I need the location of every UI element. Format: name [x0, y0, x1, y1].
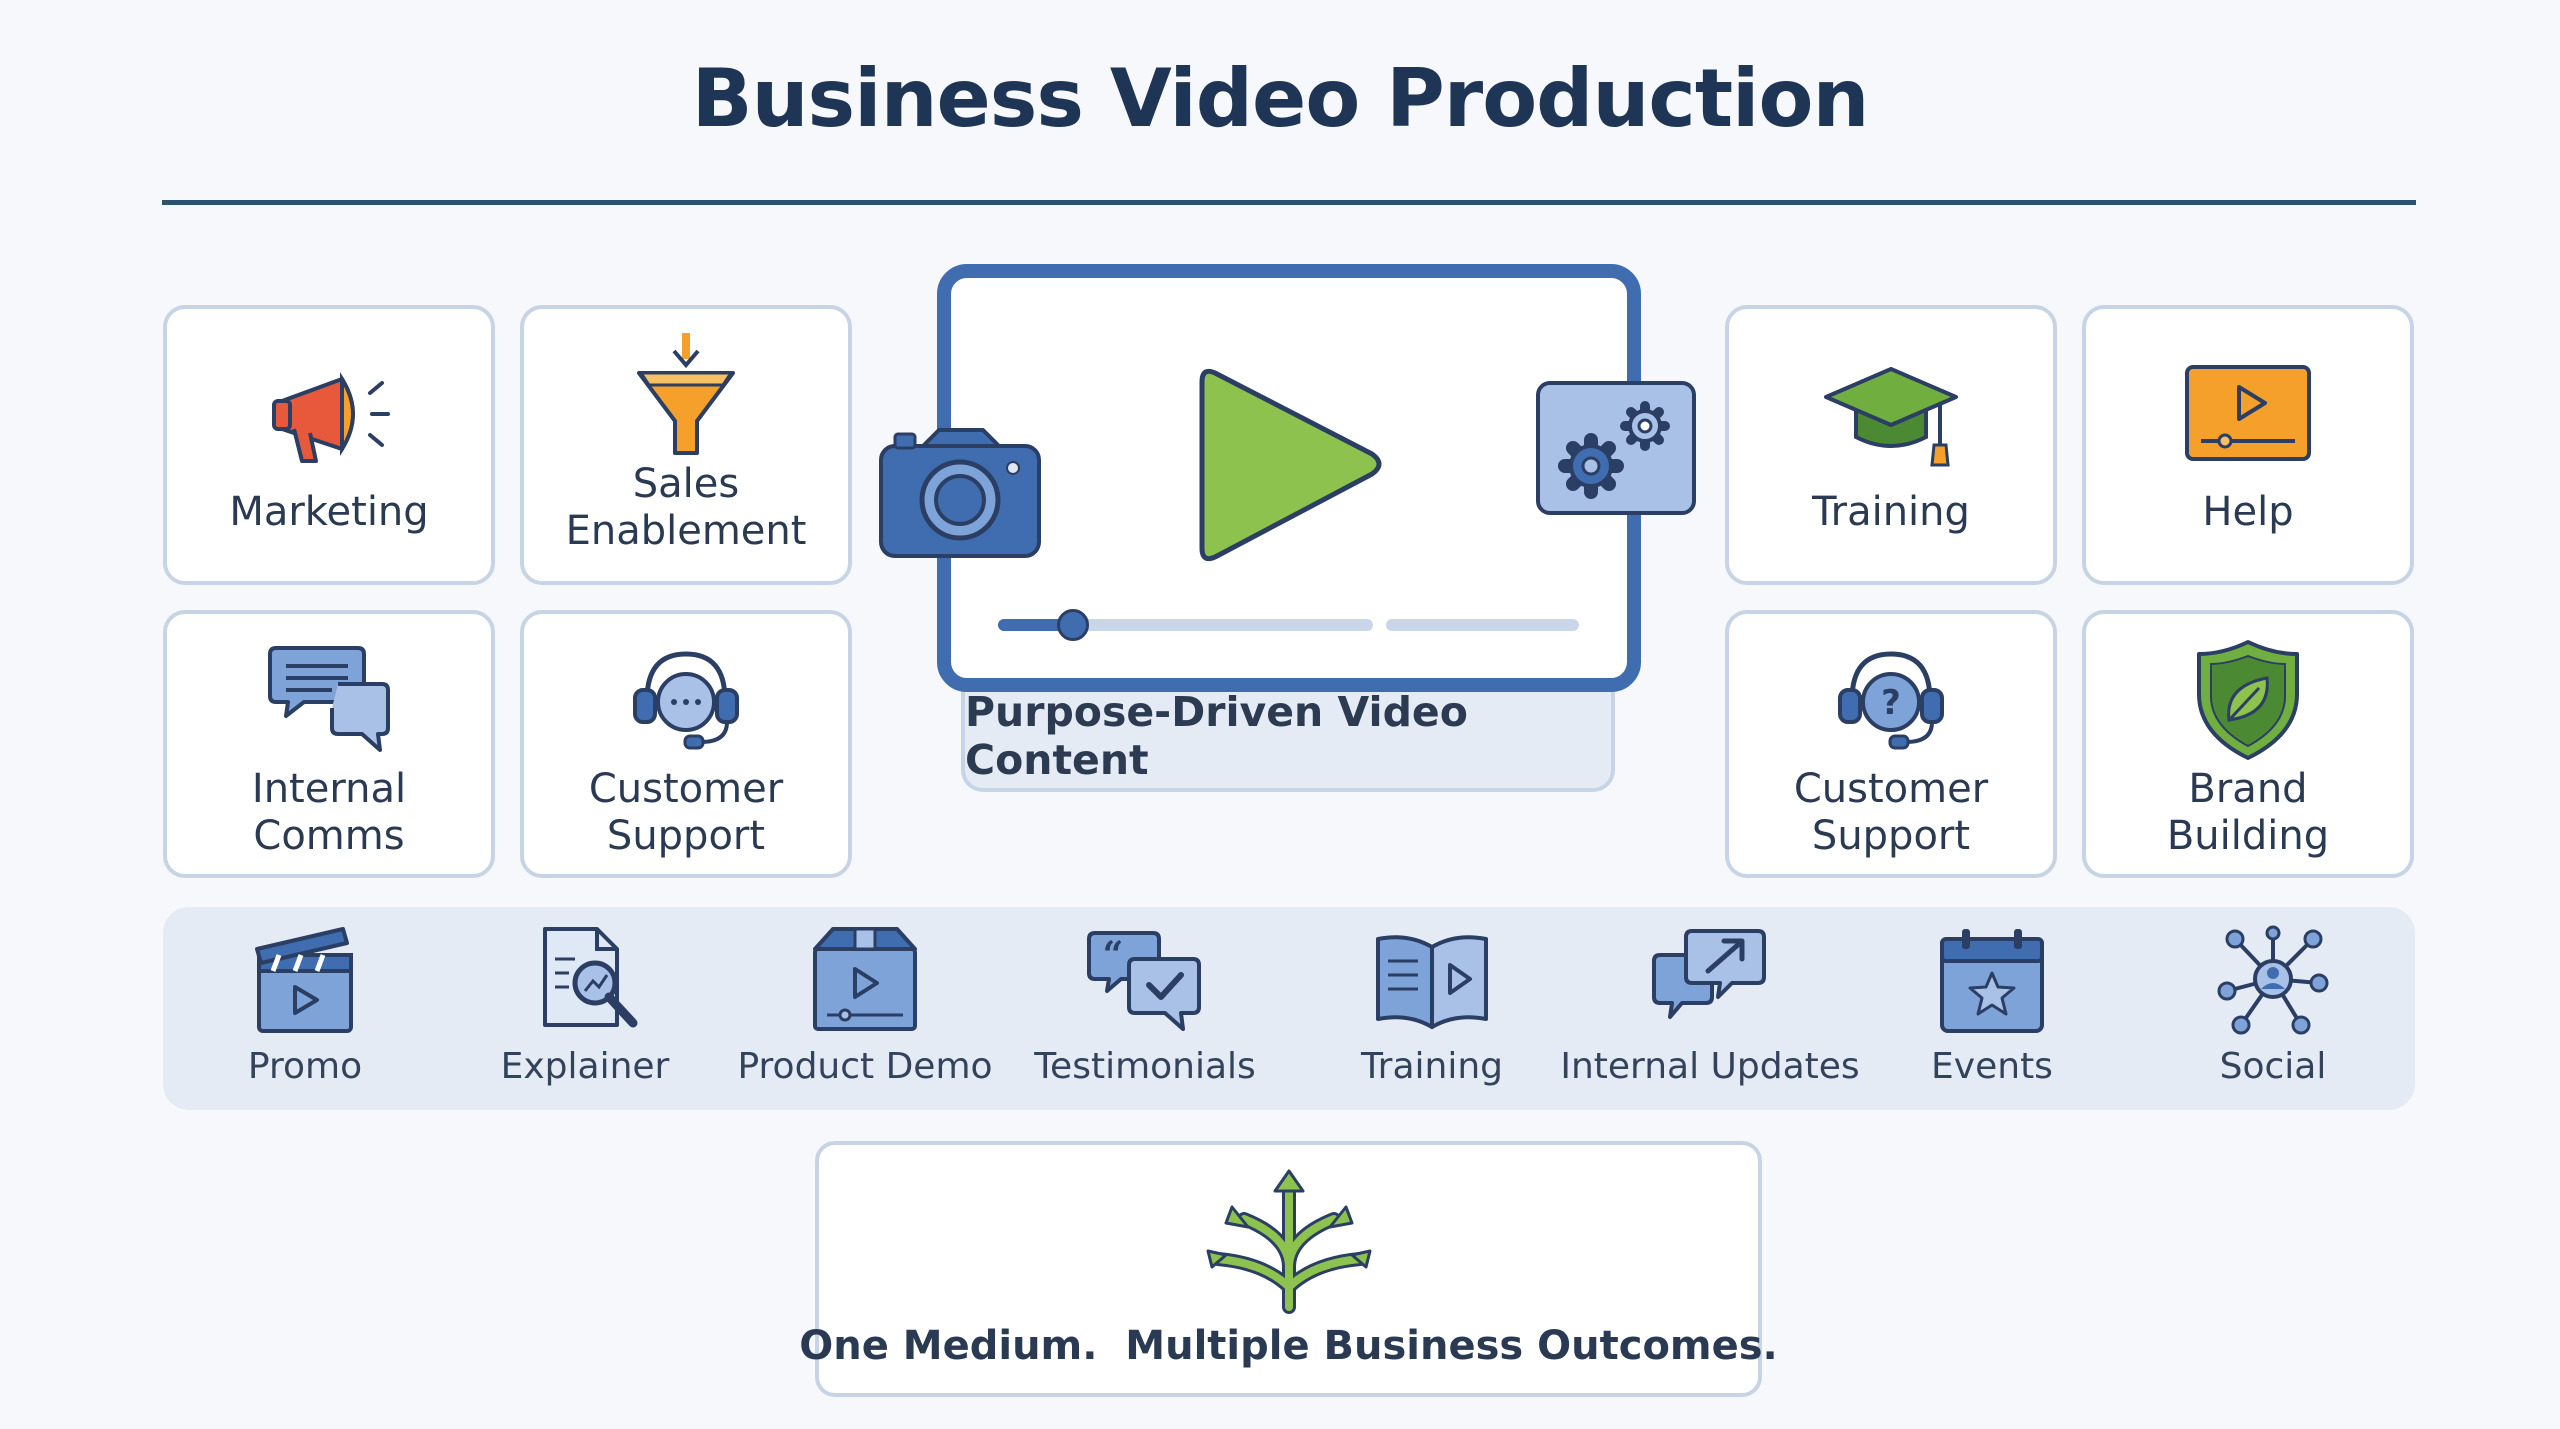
card-brand-building[interactable]: Brand Building	[2082, 610, 2414, 878]
card-sales-enablement[interactable]: Sales Enablement	[520, 305, 852, 585]
video-type-explainer[interactable]: Explainer	[445, 925, 725, 1095]
progress-fill	[998, 619, 1073, 631]
card-customer-support-right[interactable]: ? Customer Support	[1725, 610, 2057, 878]
megaphone-icon	[272, 372, 390, 463]
card-label: Marketing	[229, 489, 429, 535]
clapperboard-icon	[255, 927, 353, 1033]
svg-text:“: “	[1103, 934, 1124, 976]
card-training[interactable]: Training	[1725, 305, 2057, 585]
quote-bubbles-icon: “	[1087, 931, 1201, 1031]
video-type-training[interactable]: Training	[1292, 925, 1572, 1095]
network-icon	[2217, 925, 2329, 1035]
page-title: Business Video Production	[691, 52, 1870, 145]
video-type-label: Promo	[247, 1046, 363, 1087]
box-play-icon	[813, 927, 917, 1031]
video-type-label: Explainer	[500, 1046, 670, 1087]
video-type-social[interactable]: Social	[2133, 925, 2413, 1095]
share-bubbles-icon	[1652, 929, 1766, 1019]
video-type-label: Training	[1360, 1046, 1504, 1087]
headset-icon	[633, 651, 739, 750]
center-caption: Purpose-Driven Video Content	[965, 688, 1468, 784]
document-magnifier-icon	[543, 927, 638, 1028]
card-label: Customer Support	[1793, 766, 1989, 859]
video-type-product-demo[interactable]: Product Demo	[725, 925, 1005, 1095]
shield-leaf-icon	[2197, 640, 2299, 760]
graduation-cap-icon	[1824, 367, 1958, 467]
outcome-text: One Medium. Multiple Business Outcomes.	[799, 1323, 1778, 1369]
play-icon[interactable]	[1190, 360, 1390, 570]
card-internal-comms[interactable]: Internal Comms	[163, 610, 495, 878]
video-help-icon	[2185, 365, 2311, 461]
video-type-label: Social	[2219, 1046, 2327, 1087]
funnel-icon	[637, 333, 735, 455]
svg-text:?: ?	[1881, 683, 1901, 723]
camera-icon	[879, 428, 1041, 558]
title-divider	[162, 200, 2416, 205]
card-label: Help	[2202, 489, 2294, 535]
video-type-promo[interactable]: Promo	[165, 925, 445, 1095]
card-label: Training	[1812, 489, 1970, 535]
video-type-label: Internal Updates	[1560, 1046, 1860, 1087]
video-type-events[interactable]: Events	[1852, 925, 2132, 1095]
video-type-internal-updates[interactable]: Internal Updates	[1560, 925, 1860, 1095]
progress-track-tail	[1386, 619, 1579, 631]
gears-icon	[1536, 381, 1696, 515]
card-label: Brand Building	[2166, 766, 2330, 859]
calendar-star-icon	[1940, 929, 2044, 1033]
card-label: Customer Support	[588, 766, 784, 859]
card-customer-support-left[interactable]: Customer Support	[520, 610, 852, 878]
headset-question-icon: ?	[1838, 651, 1944, 750]
outcome-box: One Medium. Multiple Business Outcomes.	[799, 1141, 1778, 1397]
progress-knob[interactable]	[1057, 609, 1089, 641]
card-help[interactable]: Help	[2082, 305, 2414, 585]
book-play-icon	[1376, 935, 1488, 1029]
branching-arrows-icon	[1206, 1169, 1371, 1314]
card-marketing[interactable]: Marketing	[163, 305, 495, 585]
card-label: Internal Comms	[251, 766, 407, 859]
card-label: Sales Enablement	[565, 461, 807, 554]
video-type-label: Testimonials	[1034, 1046, 1256, 1087]
video-type-testimonials[interactable]: “ Testimonials	[1005, 925, 1285, 1095]
progress-track[interactable]	[998, 619, 1373, 631]
video-type-label: Product Demo	[737, 1046, 993, 1087]
chat-bubbles-icon	[268, 646, 390, 752]
video-type-label: Events	[1931, 1046, 2053, 1087]
